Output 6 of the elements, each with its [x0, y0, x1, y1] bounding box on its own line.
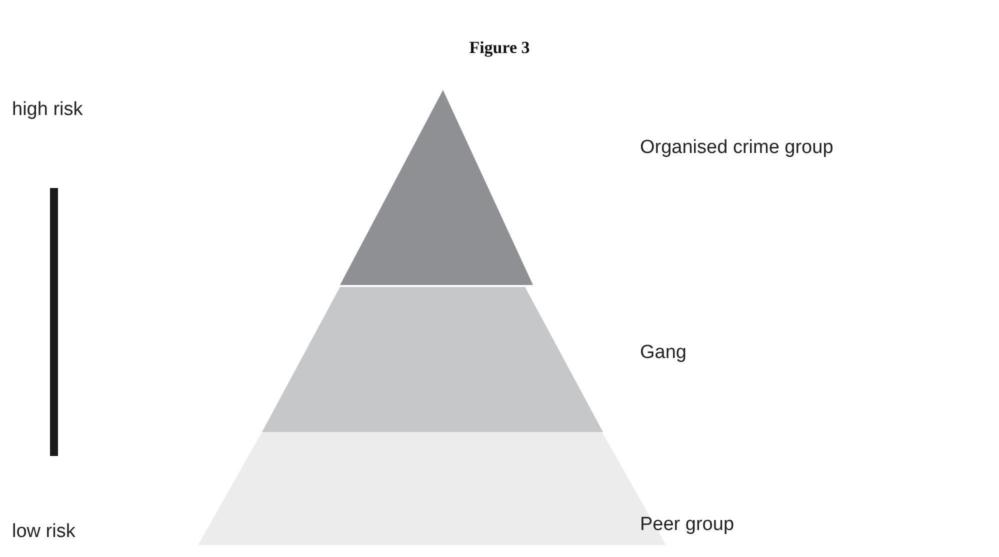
risk-label: high risk — [12, 99, 83, 121]
risk-label: low risk — [12, 521, 76, 543]
tier-label: Organised crime group — [640, 137, 834, 159]
tier-label: Peer group — [640, 514, 734, 536]
tier-label: Gang — [640, 342, 686, 364]
figure-title: Figure 3 — [468, 38, 531, 58]
